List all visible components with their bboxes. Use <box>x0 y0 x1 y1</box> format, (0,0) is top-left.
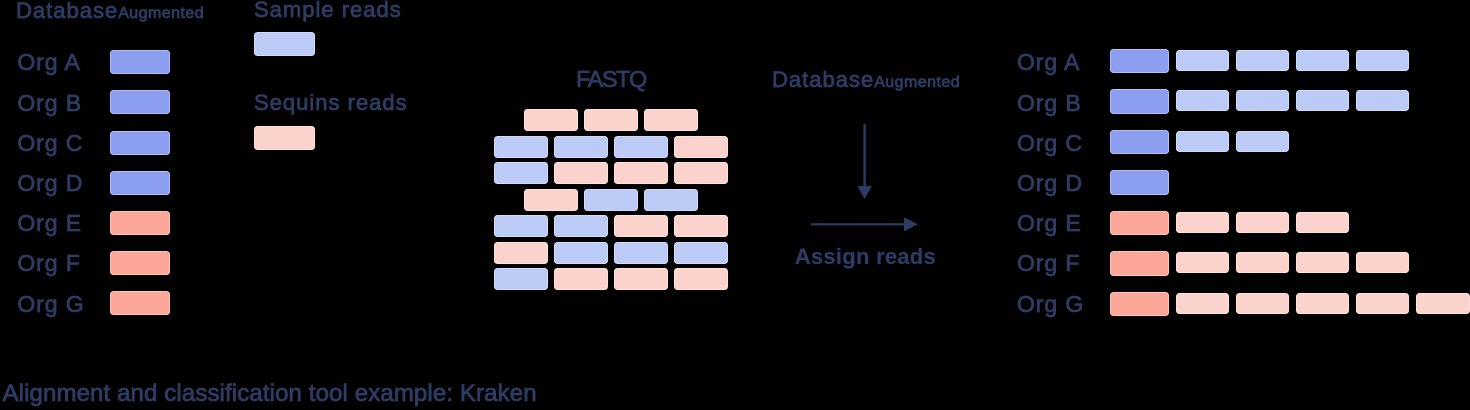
assign-reads-label: Assign reads <box>794 244 936 270</box>
assignment-read <box>1295 292 1350 314</box>
assignment-read <box>1355 49 1410 71</box>
database-org-swatch <box>110 211 170 235</box>
fastq-read <box>673 241 729 264</box>
database-org-swatch <box>110 50 170 75</box>
fastq-read <box>613 135 669 158</box>
assignment-org-label: Org B <box>1017 89 1082 116</box>
database-org-swatch <box>110 291 170 316</box>
fastq-read <box>583 188 639 211</box>
fastq-read <box>613 215 669 238</box>
assignment-db-swatch <box>1109 291 1170 317</box>
legend-sequins-label: Sequins reads <box>254 89 408 115</box>
database-org-label: Org F <box>17 250 81 277</box>
legend-sequins-swatch <box>254 125 316 150</box>
database-org-swatch <box>110 130 170 155</box>
assignment-db-swatch <box>1109 251 1170 276</box>
database-org-label: Org G <box>17 290 85 317</box>
database-org-label: Org D <box>17 170 84 196</box>
assignment-db-swatch <box>1109 48 1170 74</box>
assignment-org-label: Org C <box>1017 129 1083 156</box>
assignment-read <box>1235 211 1290 233</box>
fastq-read <box>553 268 609 291</box>
fastq-read <box>583 109 639 132</box>
assignment-read <box>1235 90 1290 112</box>
fastq-title: FASTQ <box>576 66 648 93</box>
figure-caption: Alignment and classification tool exampl… <box>2 380 537 408</box>
assignment-read <box>1355 90 1410 112</box>
assignment-read <box>1175 130 1230 152</box>
fastq-read <box>553 241 609 264</box>
assignment-read <box>1175 49 1230 71</box>
fastq-read <box>613 268 669 291</box>
fastq-read <box>613 241 669 264</box>
assignment-read <box>1175 90 1230 112</box>
fastq-read <box>493 162 549 185</box>
fastq-read <box>493 268 549 291</box>
assignment-db-swatch <box>1109 129 1170 155</box>
database-title-subscript: Augmented <box>118 5 205 23</box>
fastq-read <box>523 109 579 132</box>
fastq-read <box>553 162 609 185</box>
down-arrow-icon <box>857 124 872 199</box>
fastq-read <box>673 135 729 158</box>
fastq-read <box>493 135 549 158</box>
flow-database-subscript: Augmented <box>874 74 961 92</box>
database-org-label: Org A <box>17 49 81 76</box>
fastq-read <box>613 162 669 185</box>
assignment-org-label: Org A <box>1017 49 1081 76</box>
assignment-org-label: Org G <box>1017 290 1085 317</box>
database-org-swatch <box>110 251 170 276</box>
fastq-read <box>673 268 729 291</box>
assignment-read <box>1355 252 1410 274</box>
fastq-read <box>493 241 549 264</box>
assignment-read <box>1175 252 1230 274</box>
fastq-read <box>673 215 729 238</box>
assignment-read <box>1416 292 1470 314</box>
assignment-read <box>1295 49 1350 71</box>
assignment-read <box>1235 292 1290 314</box>
assignment-org-label: Org F <box>1017 250 1081 277</box>
assignment-read <box>1235 49 1290 71</box>
assignment-read <box>1235 252 1290 274</box>
flow-database-label: DatabaseAugmented <box>772 67 961 93</box>
database-org-label: Org B <box>17 89 82 116</box>
assignment-org-label: Org E <box>1017 210 1082 237</box>
assignment-read <box>1235 130 1290 152</box>
assignment-org-label: Org D <box>1017 170 1083 196</box>
database-title: DatabaseAugmented <box>16 0 204 22</box>
database-org-label: Org E <box>17 210 82 237</box>
assignment-read <box>1295 211 1350 233</box>
fastq-read <box>643 109 699 132</box>
fastq-read <box>523 188 579 211</box>
database-org-label: Org C <box>17 129 84 156</box>
database-org-swatch <box>110 90 170 115</box>
assignment-db-swatch <box>1109 210 1170 236</box>
assignment-db-swatch <box>1109 89 1170 114</box>
assignment-db-swatch <box>1109 170 1170 195</box>
database-title-text: Database <box>16 0 119 24</box>
assignment-read <box>1295 90 1350 112</box>
fastq-read <box>493 215 549 238</box>
legend-sample-swatch <box>254 31 316 56</box>
fastq-read <box>643 188 699 211</box>
fastq-read <box>553 135 609 158</box>
flow-database-text: Database <box>772 67 875 93</box>
fastq-read <box>673 162 729 185</box>
assignment-read <box>1175 292 1230 314</box>
assignment-read <box>1295 252 1350 274</box>
fastq-read <box>553 215 609 238</box>
assignment-read <box>1355 292 1410 314</box>
assignment-read <box>1175 211 1230 233</box>
right-arrow-icon <box>811 217 918 232</box>
legend-sample-label: Sample reads <box>254 0 402 22</box>
database-org-swatch <box>110 170 170 195</box>
